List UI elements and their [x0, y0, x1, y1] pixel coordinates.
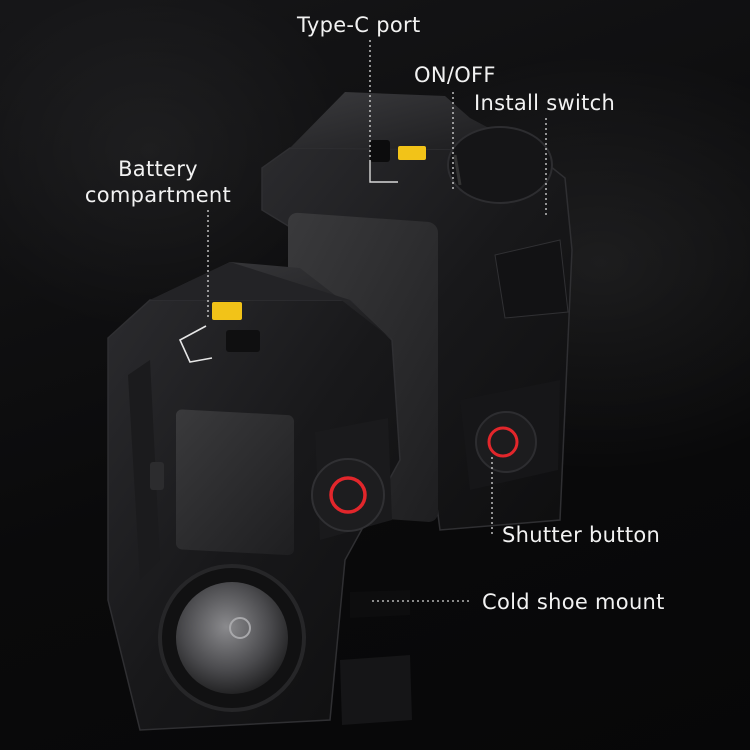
label-shutter-button: Shutter button — [502, 523, 661, 547]
label-on-off: ON/OFF — [414, 63, 496, 87]
label-cold-shoe-mount: Cold shoe mount — [482, 590, 665, 614]
back-camera-cage — [261, 92, 573, 531]
battery-latch-yellow — [212, 302, 242, 320]
back-shutter-ring — [487, 426, 519, 458]
battery-arrow — [178, 325, 213, 363]
label-battery-compartment: Battery compartment — [82, 156, 234, 208]
front-shutter-housing — [311, 458, 385, 532]
label-battery-line1: Battery — [118, 157, 198, 181]
callout-lines — [207, 40, 547, 602]
label-install-switch: Install switch — [474, 91, 616, 115]
label-battery-line2: compartment — [84, 183, 232, 207]
on-off-indicator-yellow — [398, 146, 426, 160]
lens-glass — [176, 582, 288, 694]
back-shutter-housing — [475, 411, 537, 473]
front-camera-cage — [107, 262, 412, 731]
front-shutter-ring — [329, 476, 367, 514]
label-type-c-port: Type-C port — [297, 13, 421, 37]
